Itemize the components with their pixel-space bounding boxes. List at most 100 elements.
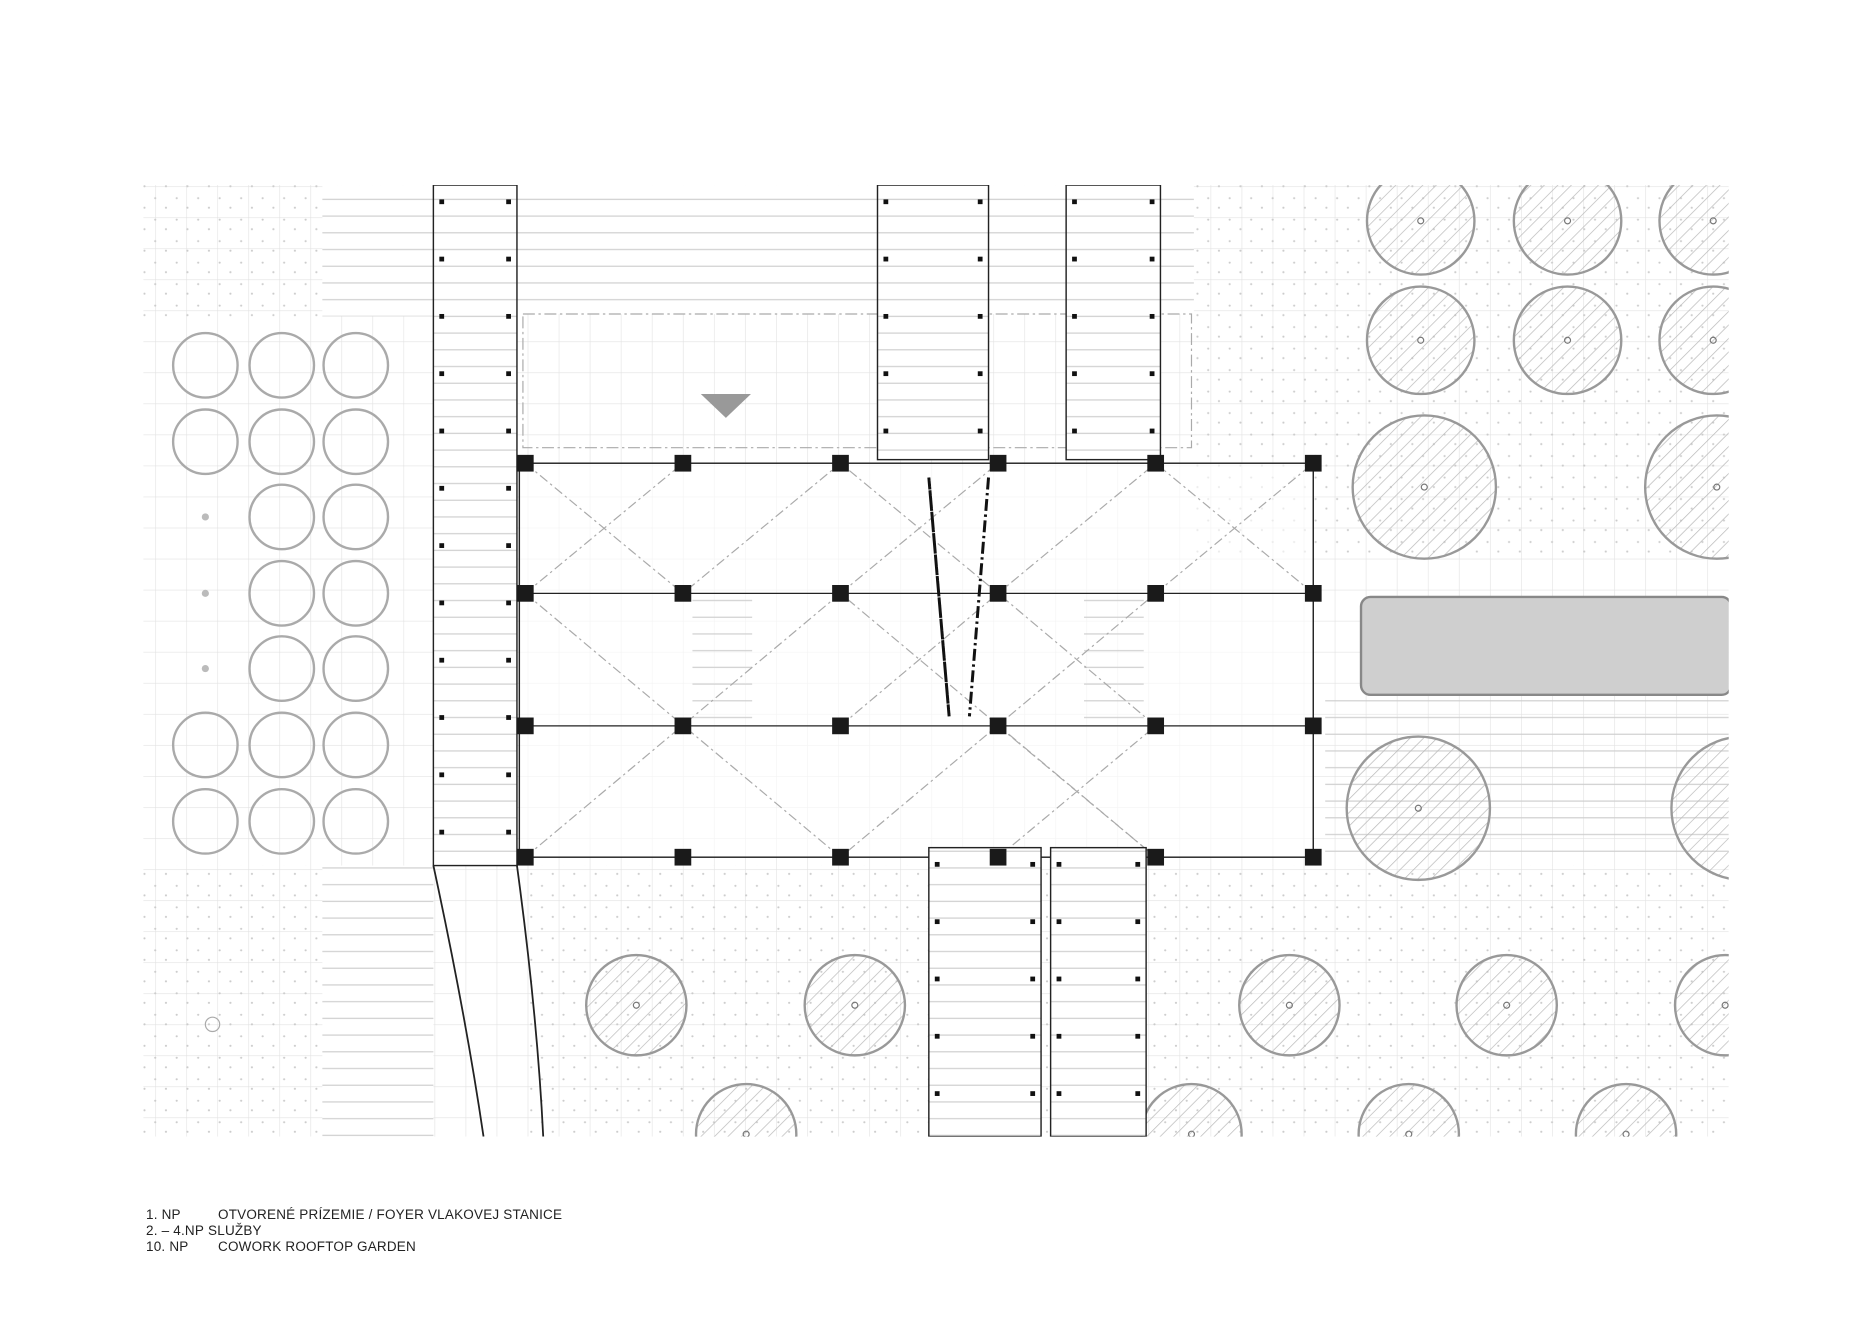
tree-trunk xyxy=(1417,217,1425,225)
bollard xyxy=(934,1033,940,1039)
tree-canopy xyxy=(1238,953,1341,1057)
bollard xyxy=(506,313,511,319)
planter-circle xyxy=(248,559,316,627)
bollard xyxy=(439,600,445,606)
tree-trunk xyxy=(742,1130,750,1137)
bollard xyxy=(1030,1091,1036,1096)
bollard xyxy=(506,485,511,491)
bollard xyxy=(1072,256,1077,262)
planter-circle xyxy=(248,331,316,399)
bollard xyxy=(1072,199,1077,205)
bollard xyxy=(1056,919,1062,925)
bollard xyxy=(1030,976,1036,982)
bollard xyxy=(934,976,940,982)
bollard xyxy=(977,371,983,377)
bollard xyxy=(883,428,889,434)
tree-point xyxy=(201,513,209,521)
bollard xyxy=(1149,371,1155,377)
tree-canopy xyxy=(1512,285,1623,396)
structural-column xyxy=(674,848,692,866)
bollard xyxy=(883,256,889,262)
bollard xyxy=(934,861,940,867)
structural-column xyxy=(832,848,849,866)
tree-trunk xyxy=(1405,1130,1413,1137)
bollard xyxy=(439,199,445,205)
legend-description: COWORK ROOFTOP GARDEN xyxy=(218,1239,416,1254)
planter-circle xyxy=(322,559,390,627)
bollard xyxy=(1149,199,1155,205)
bollard xyxy=(883,371,889,377)
bollard xyxy=(439,371,445,377)
tree-trunk xyxy=(1740,805,1746,811)
legend-description: SLUŽBY xyxy=(208,1223,262,1238)
planter-circle xyxy=(322,711,390,779)
bollard xyxy=(506,543,511,548)
tree-trunk xyxy=(632,1001,640,1009)
planter-circle xyxy=(322,635,390,702)
tree-canopy xyxy=(1658,185,1729,276)
bollard xyxy=(506,715,511,720)
bollard xyxy=(1135,1033,1141,1039)
bollard xyxy=(439,313,445,319)
bollard xyxy=(506,256,511,262)
legend-row: 2. – 4.NP SLUŽBY xyxy=(146,1223,562,1239)
planter-circle xyxy=(171,331,239,399)
tree-canopy xyxy=(1365,185,1476,276)
structural-column xyxy=(832,717,849,735)
planter-circle xyxy=(248,711,316,779)
bollard xyxy=(439,428,445,434)
tree-trunk xyxy=(1417,336,1425,344)
structural-column xyxy=(516,584,534,602)
structural-column xyxy=(674,717,692,735)
bollard xyxy=(1135,919,1141,925)
bollard xyxy=(1072,428,1077,434)
tree-canopy xyxy=(694,1082,798,1137)
legend-level: 2. – 4.NP xyxy=(146,1223,205,1238)
planter-circle xyxy=(322,408,390,476)
walkway-bridge-outline xyxy=(1049,846,1147,1137)
bollard xyxy=(1030,1033,1036,1039)
tree-canopy xyxy=(803,953,907,1057)
bollard xyxy=(934,1091,940,1096)
planter-circle xyxy=(248,635,316,702)
bollard xyxy=(506,199,511,205)
structural-column xyxy=(1147,717,1165,735)
planter-circle xyxy=(322,331,390,399)
bollard xyxy=(1135,976,1141,982)
bollard xyxy=(977,313,983,319)
bollard xyxy=(506,829,511,835)
tree-trunk xyxy=(1187,1130,1196,1137)
bollard xyxy=(439,485,445,491)
planter-circle xyxy=(322,787,390,855)
bollard xyxy=(506,371,511,377)
structural-column xyxy=(989,454,1007,472)
tree-trunk xyxy=(851,1001,859,1009)
planter-circle xyxy=(248,483,316,551)
structural-column xyxy=(674,454,692,472)
bollard xyxy=(934,919,940,925)
bollard xyxy=(439,772,445,778)
tree-canopy xyxy=(585,953,688,1057)
bollard xyxy=(883,313,889,319)
bollard xyxy=(439,657,445,663)
structural-column xyxy=(516,848,534,866)
structural-column xyxy=(989,848,1007,866)
structural-column xyxy=(1304,848,1322,866)
walkway-bridge-outline xyxy=(1065,185,1162,461)
bollard xyxy=(883,199,889,205)
tree-canopy xyxy=(1658,285,1729,396)
bollard xyxy=(1056,1033,1062,1039)
tree-canopy xyxy=(1455,953,1559,1057)
bollard xyxy=(1149,428,1155,434)
bollard xyxy=(506,600,511,606)
tree-trunk xyxy=(1503,1001,1511,1009)
bollard xyxy=(1056,976,1062,982)
walkway-bridge-outline xyxy=(432,185,518,867)
walkway-bridge-outline xyxy=(876,185,990,461)
tree-canopy xyxy=(1351,414,1498,560)
structural-column xyxy=(832,454,849,472)
bollard xyxy=(1072,371,1077,377)
